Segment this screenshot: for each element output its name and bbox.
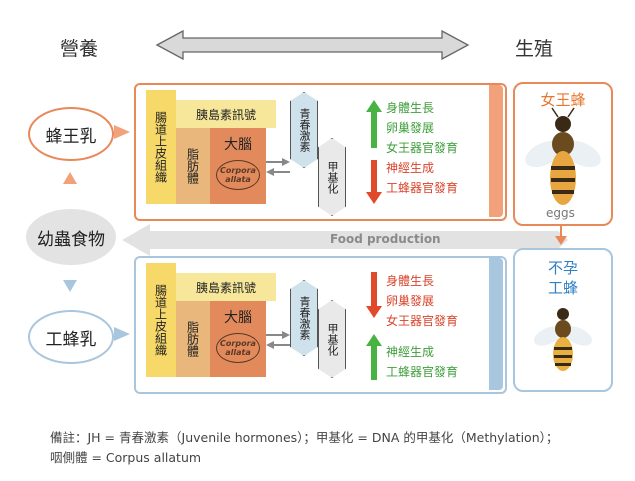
insulin-signal-label: 胰島素訊號 [195,107,256,122]
worker-jelly-oval: 工蜂乳 [28,310,114,364]
right-arrow-icon [114,327,130,341]
queen-bee-icon [525,107,601,205]
worker-upregulated-list: 神經生成 工蜂器官發育 [386,342,458,382]
juvenile-hormone-box: 青春激素 [290,92,318,168]
up-item-ovary: 卵巢發展 [386,121,435,135]
food-production-label: Food production [330,232,441,246]
header-nutrition: 營養 [60,38,99,60]
down-item-worker-organs: 工蜂器官發育 [386,181,459,195]
worker-bee-label: 不孕 工蜂 [513,258,613,298]
footnote: 備註：JH = 青春激素（Juvenile hormones）；甲基化 = DN… [50,428,630,468]
corpora-allata-oval: Corpora allata [216,160,260,190]
downregulation-arrow-icon [366,272,382,318]
fat-body-label: 脂肪體 [185,148,200,184]
larval-food-oval: 幼蟲食物 [26,209,116,265]
methylation-label: 甲基化 [326,322,339,356]
footnote-line1: 備註：JH = 青春激素（Juvenile hormones）；甲基化 = DN… [50,430,559,445]
juvenile-hormone-label: 青春激素 [298,296,311,340]
down-item-neurogenesis: 神經生成 [386,161,435,175]
double-arrow-icon [155,29,470,61]
methylation-box: 甲基化 [318,300,346,378]
corpora-allata-label: Corpora allata [220,339,256,357]
insulin-signal-label: 胰島素訊號 [195,280,256,295]
up-item-queen-organs: 女王器官發育 [386,141,459,155]
gut-epithelium-box: 腸道上皮組織 [146,90,176,204]
up-item-body-growth: 身體生長 [386,101,435,115]
eggs-label: eggs [546,206,575,220]
corpora-allata-oval: Corpora allata [216,333,260,363]
queen-upregulated-list: 身體生長 卵巢發展 女王器官發育 [386,98,458,158]
right-arrow-icon [114,125,130,139]
gray-arrows-icon [266,158,290,176]
gut-epithelium-label: 腸道上皮組織 [153,111,168,183]
methylation-label: 甲基化 [326,160,339,194]
corpora-allata-label: Corpora allata [220,166,256,184]
juvenile-hormone-box: 青春激素 [290,280,318,356]
methylation-box: 甲基化 [318,138,346,216]
insulin-signal-box: 胰島素訊號 [176,100,276,128]
brain-box: 大腦 Corpora allata [210,128,266,204]
down-item-ovary: 卵巢發展 [386,294,435,308]
upregulation-arrow-icon [366,100,382,148]
gray-arrows-icon [266,331,290,349]
worker-downregulated-list: 身體生長 卵巢發展 女王器官發育 [386,271,458,331]
footnote-line2: 咽側體 = Corpus allatum [50,450,202,465]
worker-label-line2: 工蜂 [547,279,578,297]
down-item-body-growth: 身體生長 [386,274,435,288]
gut-epithelium-box: 腸道上皮組織 [146,263,176,377]
header-reproduction: 生殖 [515,38,554,60]
queen-bee-label: 女王蜂 [540,91,586,109]
worker-panel-edge [489,258,503,390]
down-arrow-icon [63,280,77,292]
down-arrow-icon [555,224,567,245]
up-arrow-icon [63,172,77,184]
food-production-arrow [122,224,568,256]
worker-label-line1: 不孕 [547,259,578,277]
fat-body-label: 脂肪體 [185,321,200,357]
royal-jelly-oval: 蜂王乳 [28,107,114,161]
insulin-signal-box: 胰島素訊號 [176,273,276,301]
down-item-queen-organs: 女王器官發育 [386,314,459,328]
queen-panel-edge [489,85,503,217]
juvenile-hormone-label: 青春激素 [298,108,311,152]
fat-body-box: 脂肪體 [176,301,210,377]
up-item-worker-organs: 工蜂器官發育 [386,365,459,379]
upregulation-arrow-icon [366,334,382,380]
brain-box: 大腦 Corpora allata [210,301,266,377]
downregulation-arrow-icon [366,160,382,204]
queen-downregulated-list: 神經生成 工蜂器官發育 [386,158,458,198]
brain-label: 大腦 [224,137,252,153]
up-item-neurogenesis: 神經生成 [386,345,435,359]
gut-epithelium-label: 腸道上皮組織 [153,284,168,356]
worker-bee-icon [533,308,593,371]
fat-body-box: 脂肪體 [176,128,210,204]
brain-label: 大腦 [224,310,252,326]
